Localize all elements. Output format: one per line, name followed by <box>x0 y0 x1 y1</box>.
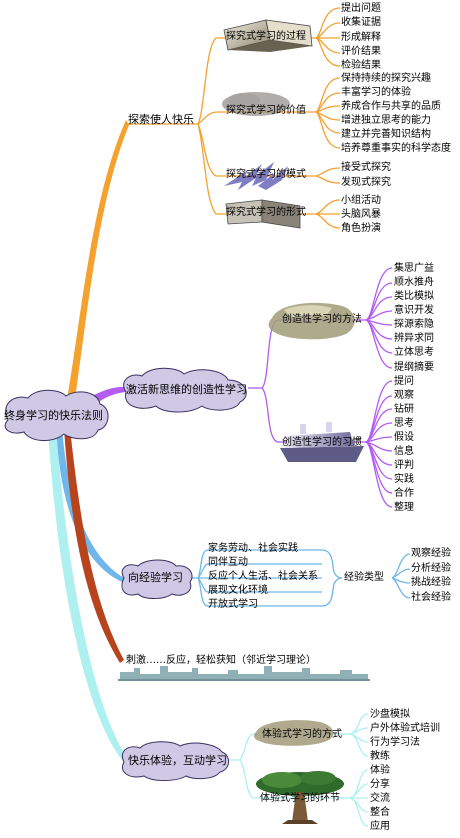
method-item: 提纲摘要 <box>394 362 434 373</box>
experience-item: 家务劳动、社会实践 <box>208 543 298 554</box>
method-item: 集思广益 <box>394 263 434 274</box>
process-item: 形成解释 <box>341 32 381 43</box>
form-item: 角色扮演 <box>341 223 381 234</box>
branch-happy-line <box>48 428 126 760</box>
method-item: 探源索隐 <box>394 319 434 330</box>
habit-item: 提问 <box>394 376 414 387</box>
happy-method-item: 沙盘模拟 <box>370 709 410 720</box>
value-item: 增进独立思考的能力 <box>341 115 431 126</box>
branch-explore-line <box>66 120 129 404</box>
root-cloud <box>4 389 109 441</box>
blob-icon <box>222 92 290 116</box>
explore-connectors <box>126 7 341 229</box>
experience-item: 反应个人生活、社会关系 <box>208 571 318 582</box>
experience-types-label[interactable]: 经验类型 <box>344 572 384 583</box>
branch-creative[interactable]: 激活新思维的创造性学习 <box>126 383 247 396</box>
experience-cloud <box>121 559 193 599</box>
experience-type-item: 社会经验 <box>411 592 451 603</box>
habit-item: 评判 <box>394 460 414 471</box>
happy-cycle-label[interactable]: 体验式学习的环节 <box>260 793 340 804</box>
happy-cloud <box>122 741 229 781</box>
habit-item: 钻研 <box>394 404 414 415</box>
habit-item: 观察 <box>394 390 414 401</box>
branch-stimulus[interactable]: 刺激……反应，轻松获知（邻近学习理论） <box>126 655 316 666</box>
experience-item: 开放式学习 <box>208 599 258 610</box>
value-item: 养成合作与共享的品质 <box>341 101 441 112</box>
form-item: 小组活动 <box>341 195 381 206</box>
happy-connectors <box>226 713 369 827</box>
habit-item: 合作 <box>394 488 414 499</box>
experience-connectors <box>190 549 411 607</box>
habit-item: 信息 <box>394 446 414 457</box>
habit-item: 整理 <box>394 502 414 513</box>
experience-type-item: 观察经验 <box>411 548 451 559</box>
box-icon <box>225 199 301 229</box>
explore-form-label[interactable]: 探究式学习的形式 <box>226 207 306 218</box>
happy-method-item: 户外体验式培训 <box>370 723 440 734</box>
habit-item: 思考 <box>394 418 414 429</box>
happy-cycle-item: 应用 <box>370 821 390 832</box>
happy-cycle-item: 体验 <box>370 765 390 776</box>
creative-habit-label[interactable]: 创造性学习的习惯 <box>282 437 362 448</box>
tree-icon <box>256 771 344 824</box>
process-item: 评价结果 <box>341 46 381 57</box>
method-item: 立体思考 <box>394 347 434 358</box>
mode-item: 发现式探究 <box>341 177 391 188</box>
book-icon <box>223 19 313 52</box>
value-item: 丰富学习的体验 <box>341 87 411 98</box>
explore-value-label[interactable]: 探究式学习的价值 <box>226 105 306 116</box>
ship-icon <box>280 422 364 462</box>
explore-process-label[interactable]: 探究式学习的过程 <box>226 31 306 42</box>
habit-item: 实践 <box>394 474 414 485</box>
mode-item: 接受式探究 <box>341 162 391 173</box>
happy-method-item: 行为学习法 <box>370 737 420 748</box>
method-item: 意识开发 <box>394 305 434 316</box>
experience-item: 同伴互动 <box>208 557 248 568</box>
stone-icon <box>254 720 334 746</box>
branch-experience-line <box>56 428 124 582</box>
explore-mode-label[interactable]: 探究式学习的模式 <box>226 169 306 180</box>
happy-cycle-item: 交流 <box>370 793 390 804</box>
branch-creative-line <box>88 386 126 410</box>
form-item: 头脑风暴 <box>341 209 381 220</box>
lightning-icon <box>224 162 288 190</box>
happy-cycle-item: 分享 <box>370 779 390 790</box>
process-item: 检验结果 <box>341 60 381 71</box>
branch-stimulus-line <box>64 428 124 663</box>
method-item: 顺水推舟 <box>394 277 434 288</box>
method-item: 类比模拟 <box>394 291 434 302</box>
rock-icon <box>268 302 355 340</box>
creative-cloud <box>123 367 247 413</box>
creative-method-label[interactable]: 创造性学习的方法 <box>282 314 362 325</box>
happy-method-label[interactable]: 体验式学习的方式 <box>262 729 342 740</box>
experience-type-item: 分析经验 <box>411 563 451 574</box>
experience-item: 展现文化环境 <box>208 585 268 596</box>
branch-explore[interactable]: 探索使人快乐 <box>128 113 194 126</box>
process-item: 收集证据 <box>341 17 381 28</box>
experience-type-item: 挑战经验 <box>411 577 451 588</box>
process-item: 提出问题 <box>341 3 381 14</box>
habit-item: 假设 <box>394 432 414 443</box>
root-node[interactable]: 终身学习的快乐法则 <box>4 409 103 422</box>
happy-method-item: 教练 <box>370 751 390 762</box>
method-item: 辨异求同 <box>394 333 434 344</box>
value-item: 保持持续的探究兴趣 <box>341 73 431 84</box>
branch-happy[interactable]: 快乐体验，互动学习 <box>128 754 227 767</box>
value-item: 建立并完善知识结构 <box>341 129 431 140</box>
value-item: 培养尊重事实的科学态度 <box>341 143 451 154</box>
branch-experience[interactable]: 向经验学习 <box>128 571 183 584</box>
happy-cycle-item: 整合 <box>370 807 390 818</box>
skyline-icon <box>118 666 370 681</box>
